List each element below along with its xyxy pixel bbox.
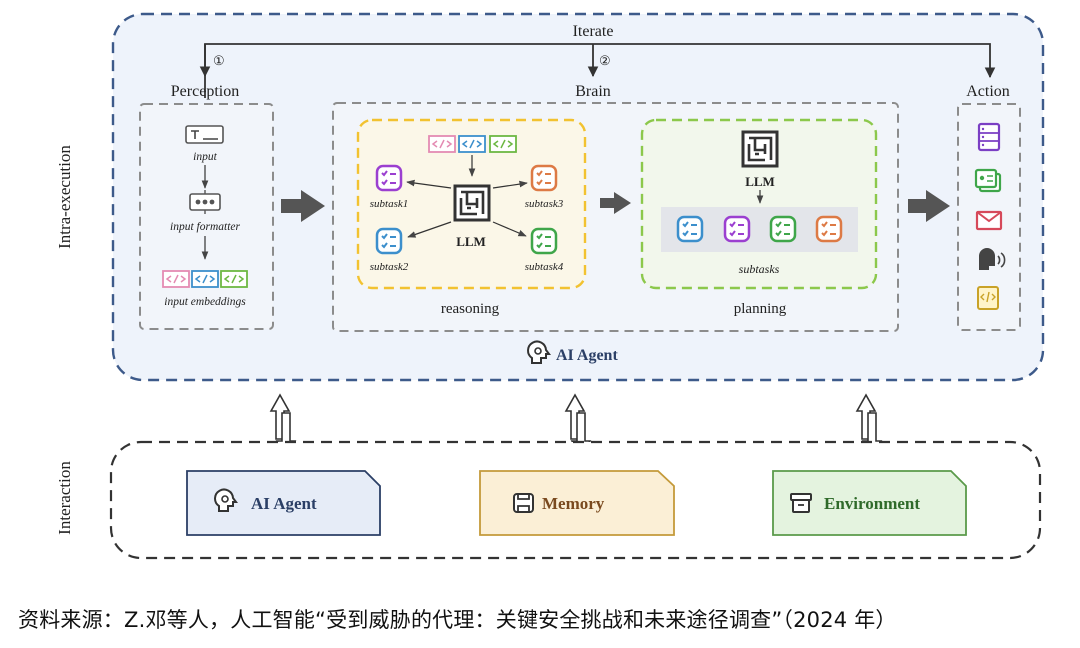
planning-label: planning [734, 301, 787, 317]
brain-to-action-arrow [908, 190, 950, 222]
subtask1-label: subtask1 [370, 198, 409, 210]
source-caption: 资料来源：Z.邓等人，人工智能“受到威胁的代理：关键安全挑战和未来途径调查”（2… [18, 608, 897, 632]
input-formatter-icon [189, 190, 221, 214]
subtask3-label: subtask3 [525, 198, 564, 210]
input-label: input [193, 151, 217, 163]
perception-to-brain-arrow [281, 190, 325, 222]
environment-card-label: Environment [824, 494, 920, 513]
input-embeddings-label: input embeddings [164, 296, 246, 308]
subtask2-icon [375, 227, 403, 255]
script-scroll-icon [977, 286, 999, 310]
planning-llm-label: LLM [745, 174, 775, 189]
step-two-marker: ② [599, 53, 611, 68]
subtask3-icon [530, 164, 558, 192]
agent-head-icon [527, 340, 551, 364]
subtask1-icon [375, 164, 403, 192]
memory-card-label: Memory [542, 494, 605, 513]
memory-card: Memory [479, 470, 675, 536]
input-embeddings-icons [162, 270, 248, 288]
subtasks-label: subtasks [739, 262, 780, 276]
planning-llm-icon [741, 130, 779, 168]
server-icon [977, 122, 1001, 152]
agent-label: AI Agent [556, 347, 618, 364]
agent-head-icon [214, 488, 238, 512]
input-icon [185, 125, 224, 144]
step-one-marker: ① [213, 53, 225, 68]
mail-icon [975, 210, 1003, 231]
brain-title: Brain [575, 83, 611, 100]
interaction-label: Interaction [55, 461, 74, 535]
agent-architecture-diagram: Iterate ① ② Intra-execution Interaction … [55, 12, 1045, 560]
ai-agent-card: AI Agent [186, 470, 381, 536]
perception-title: Perception [171, 83, 239, 100]
ai-agent-card-label: AI Agent [251, 494, 317, 513]
reasoning-embedding-icons [428, 135, 517, 153]
subtask4-icon [530, 227, 558, 255]
planned-subtask-icon [723, 215, 751, 243]
reasoning-llm-label: LLM [456, 234, 486, 249]
environment-card: Environment [772, 470, 967, 536]
voice-icon [979, 248, 1006, 270]
action-title: Action [966, 83, 1010, 100]
floppy-disk-icon [513, 493, 534, 513]
reasoning-to-planning-arrow [600, 192, 631, 214]
planned-subtask-icon [769, 215, 797, 243]
reasoning-label: reasoning [441, 301, 500, 317]
intra-execution-label: Intra-execution [55, 145, 74, 249]
subtask2-label: subtask2 [370, 261, 409, 273]
input-formatter-label: input formatter [170, 221, 240, 233]
iterate-label: Iterate [573, 23, 614, 40]
id-card-icon [974, 168, 1002, 193]
archive-box-icon [790, 493, 812, 513]
planned-subtask-icon [815, 215, 843, 243]
reasoning-llm-icon [453, 184, 491, 222]
subtask4-label: subtask4 [525, 261, 564, 273]
planned-subtask-icon [676, 215, 704, 243]
